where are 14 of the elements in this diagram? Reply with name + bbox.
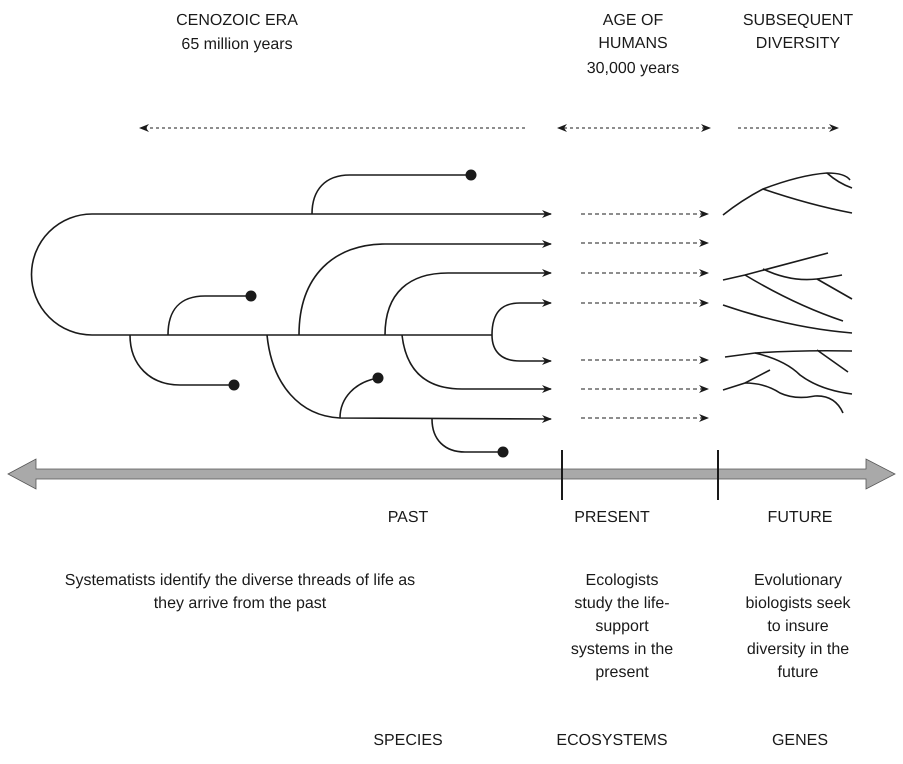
- heading-label: SPECIES: [372, 731, 444, 751]
- duration-label: 30,000 years: [586, 59, 680, 79]
- description-text: Systematists identify the diverse threads of life as they arrive from the past: [64, 571, 416, 614]
- heading-label: GENES: [770, 731, 829, 751]
- heading-label: PAST: [386, 508, 430, 528]
- duration-label: 65 million years: [180, 35, 294, 55]
- heading-label: AGE OF HUMANS: [597, 11, 669, 54]
- heading-label: PRESENT: [573, 508, 651, 528]
- description-text: Ecologists study the life-support systems in the present: [570, 571, 674, 683]
- description-text: Evolutionary biologists seek to insure diversity in the future: [744, 571, 852, 683]
- heading-label: CENOZOIC ERA: [175, 11, 299, 31]
- heading-label: FUTURE: [766, 508, 834, 528]
- heading-label: ECOSYSTEMS: [555, 731, 669, 751]
- heading-label: SUBSEQUENT DIVERSITY: [742, 11, 854, 54]
